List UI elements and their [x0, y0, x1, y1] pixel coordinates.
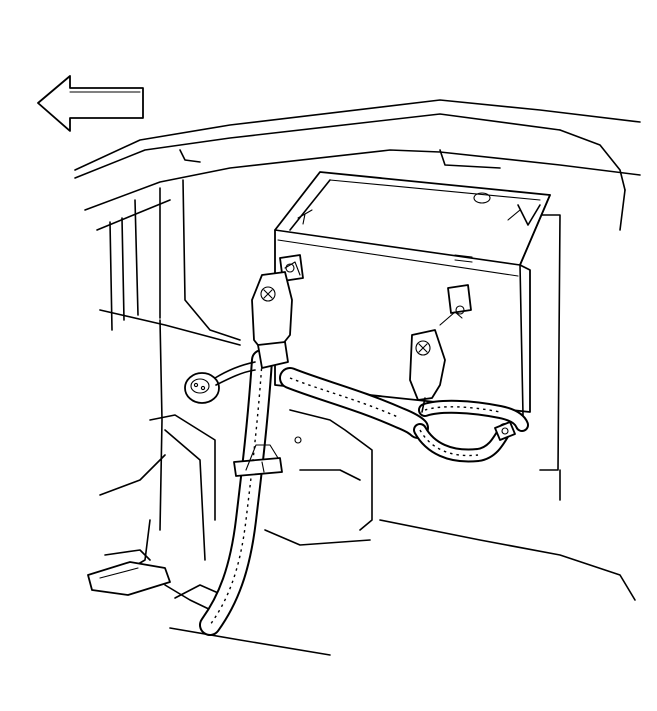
vehicle-body-panels [74, 99, 641, 656]
bolt-icon [494, 421, 516, 441]
harness-icon [199, 349, 529, 636]
cable-terminal-icon [251, 261, 301, 369]
battery-icon [274, 171, 551, 416]
clip-icon [233, 444, 283, 477]
cable-terminal-icon [409, 305, 465, 413]
left-arrow-icon [37, 75, 144, 132]
grommet-icon [184, 361, 256, 404]
